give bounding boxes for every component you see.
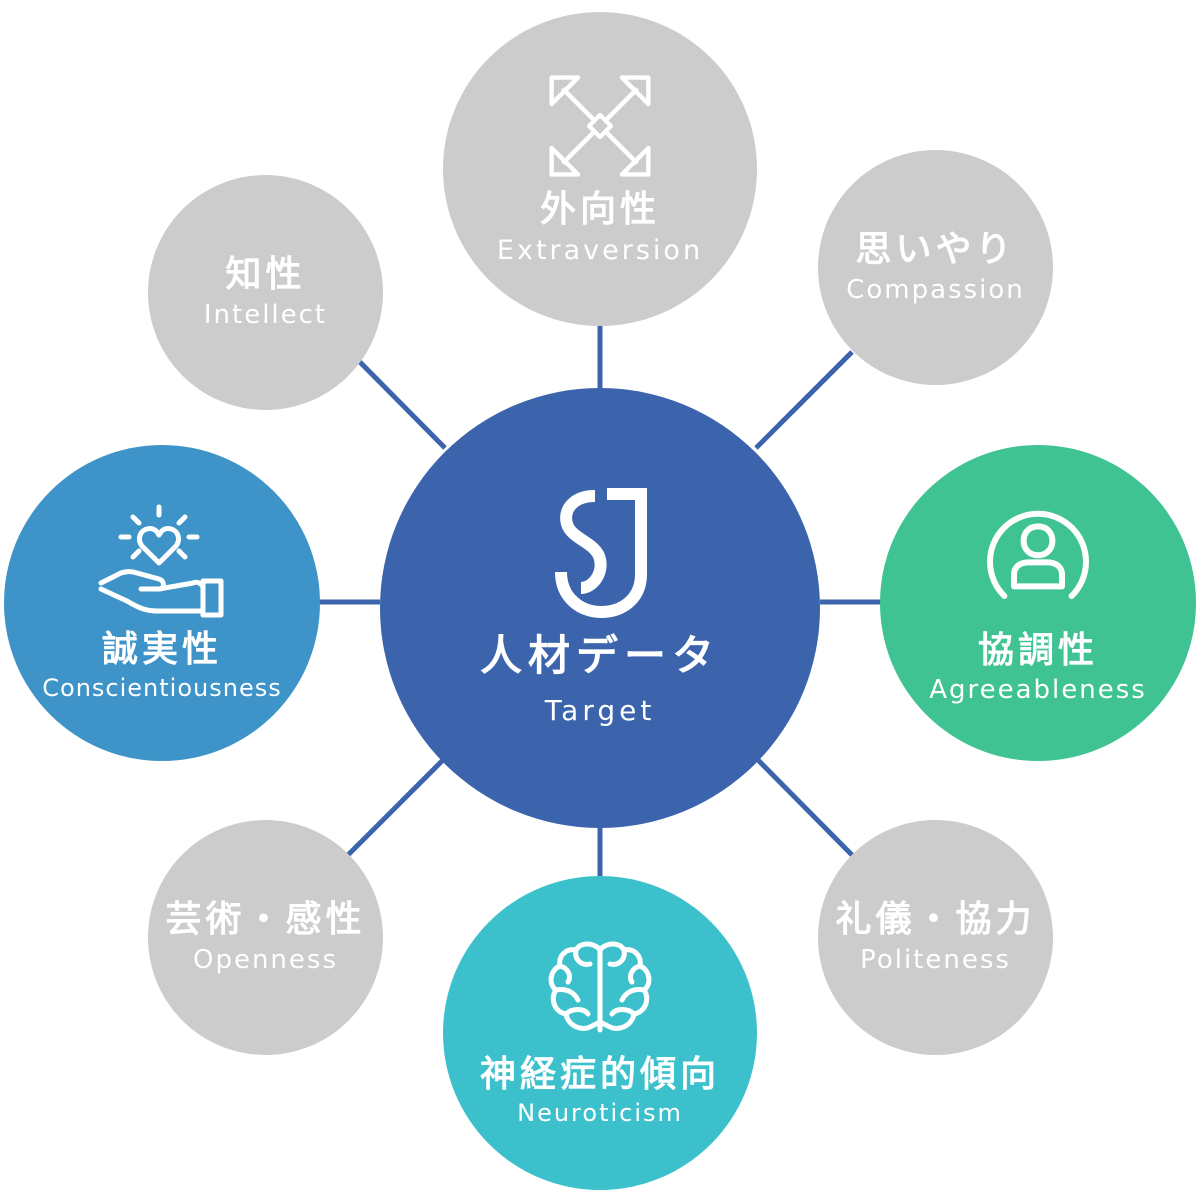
node-compassion-en: Compassion [846,274,1025,305]
node-openness: 芸術・感性 Openness [148,820,383,1055]
node-openness-jp: 芸術・感性 [165,899,366,941]
brain-icon [548,941,652,1033]
node-center-en: Target [544,694,656,728]
connector-bottom-left [346,756,447,857]
node-neuroticism-jp: 神経症的傾向 [479,1053,720,1095]
node-agreeableness-jp: 協調性 [977,629,1098,671]
node-neuroticism: 神経症的傾向 Neuroticism [443,876,757,1190]
connector-top-right [754,350,854,450]
node-agreeableness: 協調性 Agreeableness [880,445,1196,761]
node-compassion-jp: 思いやり [855,229,1016,271]
node-politeness-jp: 礼儀・協力 [835,899,1036,941]
node-extraversion: 外向性 Extraversion [443,12,757,326]
heart-hand-icon [98,504,224,618]
node-conscientiousness: 誠実性 Conscientiousness [4,445,320,761]
node-politeness: 礼儀・協力 Politeness [818,820,1053,1055]
sj-logo-icon [555,488,647,619]
node-conscientiousness-en: Conscientiousness [42,674,282,703]
expand-arrows-icon [549,75,651,177]
node-intellect: 知性 Intellect [148,175,383,410]
node-openness-en: Openness [192,944,338,975]
connector-top-left [346,348,447,450]
node-compassion: 思いやり Compassion [818,150,1053,385]
node-intellect-jp: 知性 [225,254,306,296]
node-intellect-en: Intellect [203,299,328,330]
user-circle-icon [987,510,1089,599]
node-politeness-en: Politeness [860,944,1011,975]
node-center-target: 人材データ Target [380,388,820,828]
node-agreeableness-en: Agreeableness [929,675,1147,706]
node-extraversion-en: Extraversion [496,234,704,266]
node-neuroticism-en: Neuroticism [517,1099,683,1128]
node-extraversion-jp: 外向性 [539,189,660,231]
node-conscientiousness-jp: 誠実性 [101,628,222,670]
node-center-jp: 人材データ [479,631,720,681]
connector-bottom-right [754,756,854,857]
